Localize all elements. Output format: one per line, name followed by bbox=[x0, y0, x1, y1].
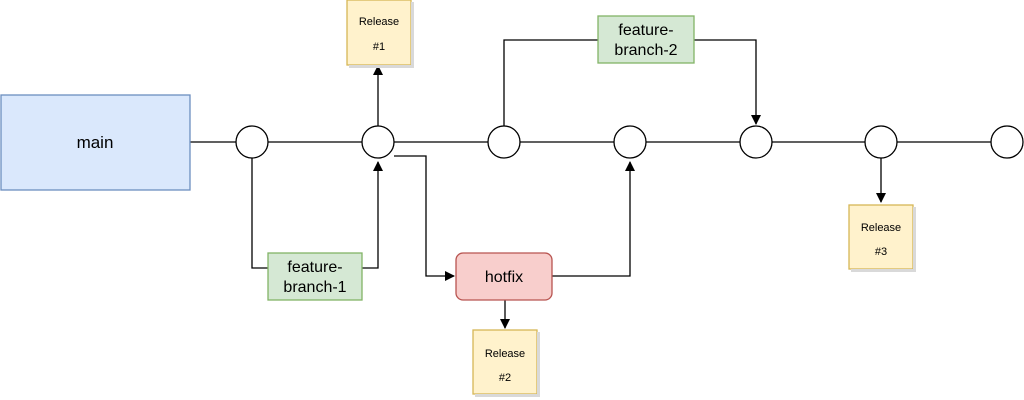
commit-circle bbox=[613, 125, 647, 159]
commit-circle bbox=[235, 125, 269, 159]
commit-circle bbox=[361, 125, 395, 159]
release-1-note: Release #1 bbox=[346, 0, 414, 68]
feature-branch-2-label-line2: branch-2 bbox=[614, 42, 677, 59]
feature-branch-1-label-line1: feature- bbox=[287, 259, 342, 276]
release-2-note: Release #2 bbox=[472, 329, 540, 397]
branch-out-hotfix-edge bbox=[394, 155, 455, 281]
feature-branch-2-node: feature- branch-2 bbox=[597, 15, 695, 64]
release-1-label-line2: #1 bbox=[373, 41, 385, 53]
feature-branch-2-label-line1: feature- bbox=[618, 22, 673, 39]
feature-branch-1-label-line2: branch-1 bbox=[283, 279, 346, 296]
hotfix-node: hotfix bbox=[455, 252, 553, 301]
merge-feature-2-edge bbox=[694, 39, 761, 125]
release-2-label-line1: Release bbox=[485, 348, 525, 360]
release-1-label-line1: Release bbox=[359, 16, 399, 28]
main-branch-node: main bbox=[0, 94, 191, 191]
release-3-label-line2: #3 bbox=[875, 246, 887, 258]
merge-feature-1-edge bbox=[362, 161, 383, 269]
hotfix-label: hotfix bbox=[485, 269, 523, 286]
release-3-note: Release #3 bbox=[848, 204, 916, 272]
main-branch-label: main bbox=[77, 133, 114, 152]
release-3-label-line1: Release bbox=[861, 222, 901, 234]
commit-circle bbox=[739, 125, 773, 159]
commit-circle bbox=[487, 125, 521, 159]
merge-hotfix-edge bbox=[552, 161, 635, 277]
feature-branch-1-node: feature- branch-1 bbox=[267, 252, 363, 301]
branch-out-feature-2-edge bbox=[503, 39, 598, 126]
commit-circle bbox=[864, 125, 898, 159]
commit-circle bbox=[990, 125, 1024, 159]
release-2-label-line2: #2 bbox=[499, 372, 511, 384]
branch-out-feature-1-edge bbox=[251, 158, 268, 269]
